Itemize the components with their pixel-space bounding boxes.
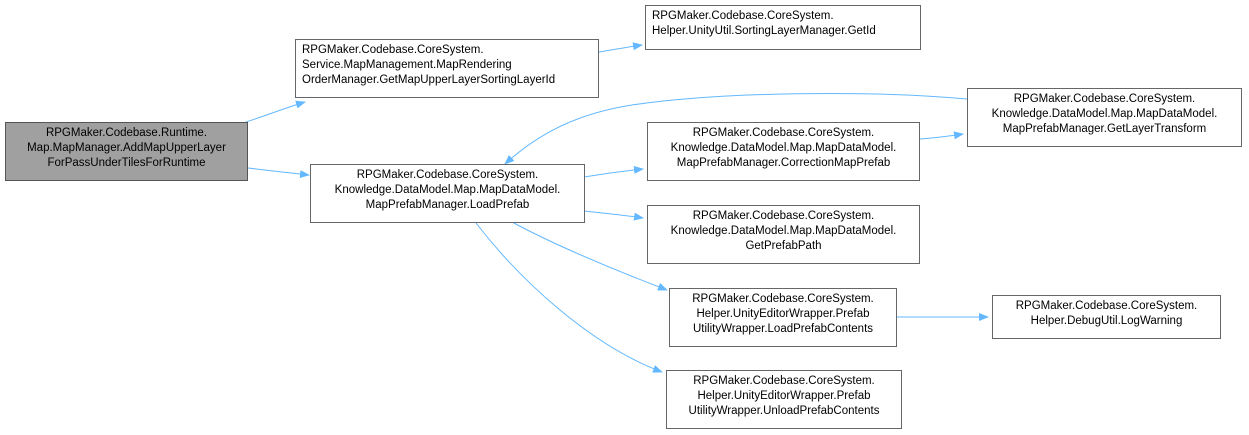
edge-correction-map-prefab-to-get-layer-transform [919,131,964,140]
node-line: Knowledge.DataModel.Map.MapDataModel. [334,184,561,196]
edge-load-prefab-to-load-prefab-contents [511,221,668,291]
node-line: RPGMaker.Codebase.CoreSystem. [652,10,834,22]
node-line: Knowledge.DataModel.Map.MapDataModel. [670,142,897,154]
node-line: Map.MapManager.AddMapUpperLayer [27,142,226,154]
node-line: Helper.UnityEditorWrapper.Prefab [697,390,871,402]
node-line: ForPassUnderTilesForRuntime [47,157,206,169]
node-line: RPGMaker.Codebase.CoreSystem. [693,375,875,387]
node-debug-util-log-warning[interactable]: RPGMaker.Codebase.CoreSystem. Helper.Deb… [992,295,1221,339]
node-line: Knowledge.DataModel.Map.MapDataModel. [670,225,897,237]
node-line: MapPrefabManager.GetLayerTransform [1002,123,1207,135]
node-line: UtilityWrapper.LoadPrefabContents [692,323,874,335]
node-prefab-utility-wrapper-unload-prefab-contents[interactable]: RPGMaker.Codebase.CoreSystem. Helper.Uni… [666,370,902,429]
node-map-data-model-get-prefab-path[interactable]: RPGMaker.Codebase.CoreSystem. Knowledge.… [647,205,920,264]
node-line: UtilityWrapper.UnloadPrefabContents [688,405,880,417]
edge-root-to-sorting-layer-id [242,100,306,124]
edge-load-prefab-to-get-prefab-path [583,210,644,221]
node-line: GetPrefabPath [745,240,822,252]
node-line: RPGMaker.Codebase.CoreSystem. [302,44,484,56]
node-line: MapPrefabManager.CorrectionMapPrefab [676,157,891,169]
node-line: RPGMaker.Codebase.CoreSystem. [692,127,875,139]
node-line: RPGMaker.Codebase.CoreSystem. [692,210,875,222]
node-map-prefab-manager-get-layer-transform[interactable]: RPGMaker.Codebase.CoreSystem. Knowledge.… [967,88,1242,147]
edge-load-prefab-to-unload-prefab-contents [475,222,663,373]
edge-root-to-load-prefab [247,167,310,179]
node-line: MapPrefabManager.LoadPrefab [365,199,530,211]
edge-load-prefab-to-correction-map-prefab [583,165,644,178]
node-sorting-layer-manager-get-id[interactable]: RPGMaker.Codebase.CoreSystem. Helper.Uni… [645,5,921,50]
node-line: OrderManager.GetMapUpperLayerSortingLaye… [302,74,556,86]
node-map-prefab-manager-load-prefab[interactable]: RPGMaker.Codebase.CoreSystem. Knowledge.… [310,164,585,223]
edge-sorting-layer-id-to-get-id [598,42,643,53]
node-line: RPGMaker.Codebase.CoreSystem. [356,169,539,181]
node-prefab-utility-wrapper-load-prefab-contents[interactable]: RPGMaker.Codebase.CoreSystem. Helper.Uni… [669,288,897,347]
node-line: Knowledge.DataModel.Map.MapDataModel. [991,108,1218,120]
node-line: RPGMaker.Codebase.CoreSystem. [1015,300,1198,312]
node-line: RPGMaker.Codebase.CoreSystem. [1013,93,1196,105]
node-line: Helper.UnityUtil.SortingLayerManager.Get… [652,25,876,37]
node-get-map-upper-layer-sorting-layer-id[interactable]: RPGMaker.Codebase.CoreSystem. Service.Ma… [295,39,599,98]
node-line: RPGMaker.Codebase.CoreSystem. [692,293,874,305]
node-line: RPGMaker.Codebase.Runtime. [45,127,208,139]
node-line: Helper.UnityEditorWrapper.Prefab [696,308,870,320]
node-add-map-upper-layer[interactable]: RPGMaker.Codebase.Runtime. Map.MapManage… [5,122,248,181]
node-map-prefab-manager-correction-map-prefab[interactable]: RPGMaker.Codebase.CoreSystem. Knowledge.… [647,122,920,181]
node-line: Helper.DebugUtil.LogWarning [1030,315,1183,327]
node-line: Service.MapManagement.MapRendering [302,59,512,71]
edge-load-prefab-to-get-layer-transform [504,92,968,165]
